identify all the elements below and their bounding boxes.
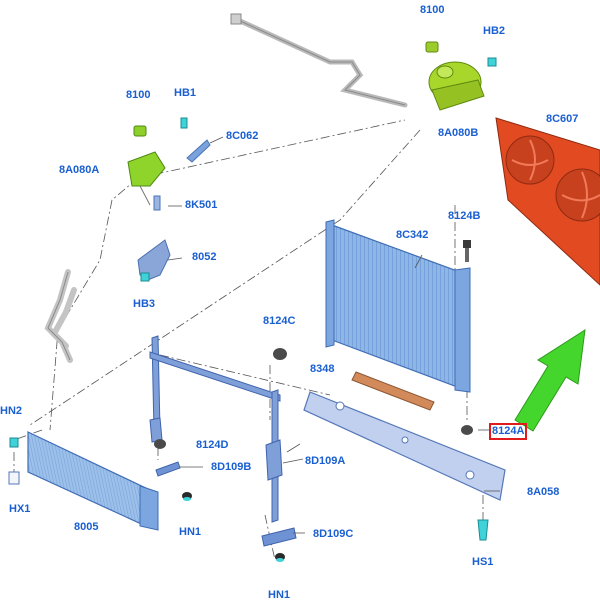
fan-shroud-8c607 [495,117,600,286]
bracket-8052 [137,239,171,281]
seal-8348 [351,371,435,411]
label-hn1-bottom: HN1 [268,589,291,601]
label-8d109a: 8D109A [305,455,346,467]
label-8005: 8005 [74,521,99,533]
label-hb3: HB3 [133,298,156,310]
label-hx1: HX1 [9,503,31,515]
bolt-8124b [463,240,471,262]
upper-hose [235,17,408,108]
carrier-8a058 [303,391,506,501]
coolant-reservoir-left [127,125,166,206]
clip-hb2 [487,57,497,67]
label-8124c: 8124C [263,315,296,327]
label-8a058: 8A058 [527,486,560,498]
label-8124b: 8124B [448,210,481,222]
support-frame [149,335,281,523]
label-8052: 8052 [192,251,217,263]
label-8c342: 8C342 [396,229,429,241]
label-hb2: HB2 [483,25,506,37]
label-8348: 8348 [310,363,335,375]
label-hn1-left: HN1 [179,526,202,538]
label-hb1: HB1 [174,87,197,99]
label-8124a: 8124A [489,423,528,440]
coolant-reservoir-top [425,41,485,111]
label-8a080a: 8A080A [59,164,100,176]
label-8100-left: 8100 [126,89,151,101]
radiator-8c342 [325,219,471,393]
label-8k501: 8K501 [185,199,218,211]
cooler-8005 [27,431,159,531]
label-8c607: 8C607 [546,113,579,125]
label-8c062: 8C062 [226,130,259,142]
label-8d109b: 8D109B [211,461,252,473]
label-8a080b: 8A080B [438,127,479,139]
green-callout-arrow [514,329,586,432]
label-8d109c: 8D109C [313,528,354,540]
label-8100-top: 8100 [420,4,445,16]
label-hs1: HS1 [472,556,494,568]
lower-hose [44,269,77,363]
label-hn2: HN2 [0,405,23,417]
label-8124d: 8124D [196,439,229,451]
